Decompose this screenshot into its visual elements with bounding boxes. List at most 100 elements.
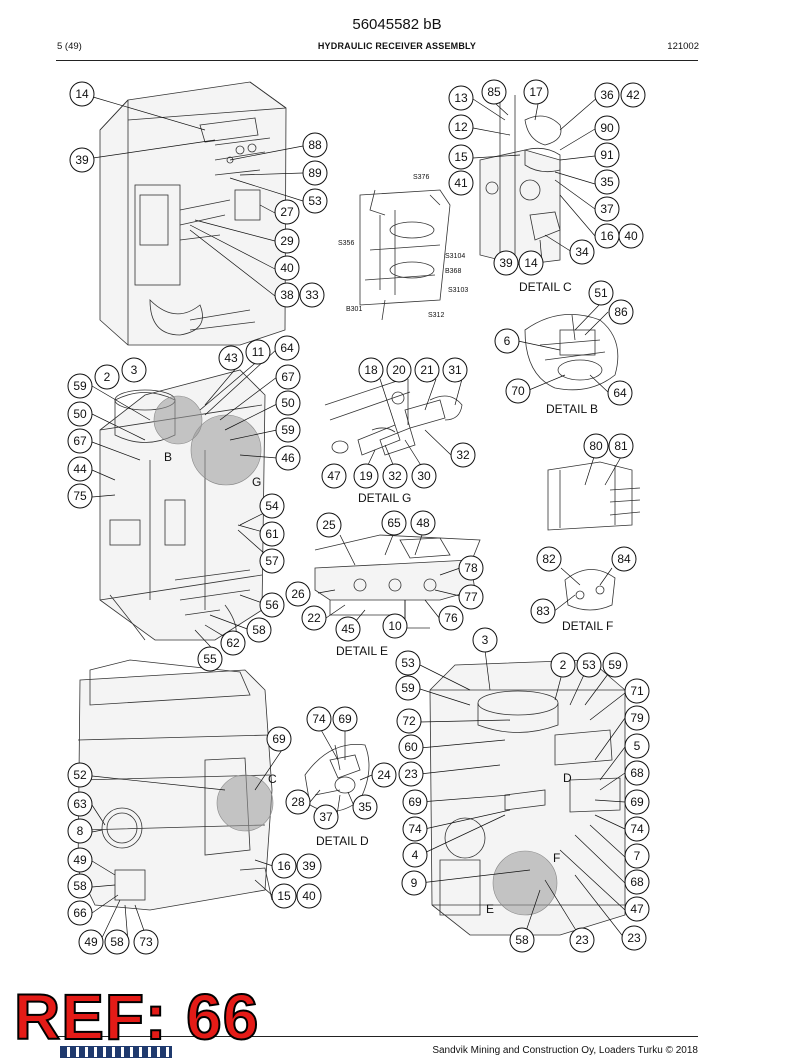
- callout: 29: [274, 228, 300, 254]
- sensor-label: S3103: [448, 287, 468, 294]
- svg-text:86: 86: [614, 305, 628, 319]
- svg-text:78: 78: [464, 561, 478, 575]
- callout: 4: [402, 842, 428, 868]
- callout: 88: [302, 132, 328, 158]
- svg-text:37: 37: [600, 202, 614, 216]
- callout: 39: [296, 853, 322, 879]
- svg-text:2: 2: [104, 370, 111, 384]
- callout: 53: [395, 650, 421, 676]
- callout: 33: [299, 282, 325, 308]
- svg-text:27: 27: [280, 205, 294, 219]
- svg-text:46: 46: [281, 451, 295, 465]
- callout: 61: [259, 521, 285, 547]
- svg-text:59: 59: [281, 423, 295, 437]
- callout: 43: [218, 345, 244, 371]
- svg-text:25: 25: [322, 518, 336, 532]
- svg-text:26: 26: [291, 587, 305, 601]
- callout: 50: [67, 401, 93, 427]
- svg-text:68: 68: [630, 766, 644, 780]
- callout: 20: [386, 357, 412, 383]
- svg-text:59: 59: [73, 379, 87, 393]
- page-number: 5 (49): [57, 41, 82, 52]
- svg-text:23: 23: [627, 931, 641, 945]
- callout: 12: [448, 114, 474, 140]
- callout: 74: [306, 706, 332, 732]
- detail-g-drawing: [324, 379, 463, 456]
- detail-b-drawing: [524, 314, 619, 391]
- svg-text:55: 55: [203, 652, 217, 666]
- svg-text:58: 58: [110, 935, 124, 949]
- callout: 59: [67, 373, 93, 399]
- callout: 71: [624, 678, 650, 704]
- callout: 34: [569, 239, 595, 265]
- callout: 45: [335, 616, 361, 642]
- callout: 42: [620, 82, 646, 108]
- svg-text:60: 60: [404, 740, 418, 754]
- footer-copyright: Sandvik Mining and Construction Oy, Load…: [432, 1045, 698, 1056]
- callout: 82: [536, 546, 562, 572]
- svg-text:74: 74: [408, 822, 422, 836]
- svg-text:16: 16: [277, 859, 291, 873]
- footer-rule: [56, 1036, 698, 1037]
- callouts-detail-d: 74 69 24 28 35 37: [285, 706, 397, 830]
- main-view-top-left: [99, 81, 287, 346]
- svg-text:72: 72: [402, 714, 416, 728]
- svg-text:35: 35: [600, 175, 614, 189]
- detail-b-label: DETAIL B: [546, 402, 598, 416]
- svg-text:84: 84: [617, 552, 631, 566]
- callout: 9: [401, 870, 427, 896]
- svg-text:6: 6: [504, 334, 511, 348]
- callout: 60: [398, 734, 424, 760]
- svg-text:24: 24: [377, 768, 391, 782]
- svg-text:40: 40: [302, 889, 316, 903]
- callout: 21: [414, 357, 440, 383]
- callout: 11: [245, 339, 271, 365]
- svg-text:29: 29: [280, 234, 294, 248]
- callout: 57: [259, 548, 285, 574]
- callout: 32: [450, 442, 476, 468]
- svg-text:43: 43: [224, 351, 238, 365]
- view-letter-b: B: [164, 450, 172, 464]
- svg-text:31: 31: [448, 363, 462, 377]
- callout: 46: [275, 445, 301, 471]
- callout: 53: [302, 188, 328, 214]
- svg-text:30: 30: [417, 469, 431, 483]
- callout: 74: [624, 816, 650, 842]
- svg-text:42: 42: [626, 88, 640, 102]
- svg-text:69: 69: [408, 795, 422, 809]
- callout: 10: [382, 613, 408, 639]
- svg-text:79: 79: [630, 711, 644, 725]
- callout: 68: [624, 869, 650, 895]
- callout: 39: [69, 147, 95, 173]
- svg-text:39: 39: [302, 859, 316, 873]
- svg-text:90: 90: [600, 121, 614, 135]
- callout: 23: [569, 927, 595, 953]
- callouts-bottom-left: 69 52 63 8 49 58 66 49 58 73 16 39 15 40: [67, 726, 322, 955]
- callout: 17: [523, 79, 549, 105]
- view-letter-f: F: [553, 851, 560, 865]
- document-number: 56045582 bB: [352, 16, 442, 33]
- callout: 67: [67, 428, 93, 454]
- svg-text:58: 58: [252, 623, 266, 637]
- callout: 49: [67, 847, 93, 873]
- svg-text:15: 15: [277, 889, 291, 903]
- callout: 40: [274, 255, 300, 281]
- callout: 77: [458, 584, 484, 610]
- svg-text:54: 54: [265, 499, 279, 513]
- detail-g-label: DETAIL G: [358, 491, 411, 505]
- detail-e-zone: [492, 850, 558, 916]
- callout: 89: [302, 160, 328, 186]
- svg-text:15: 15: [454, 150, 468, 164]
- svg-text:44: 44: [73, 462, 87, 476]
- callout: 2: [550, 652, 576, 678]
- svg-text:50: 50: [73, 407, 87, 421]
- callout: 49: [78, 929, 104, 955]
- svg-text:64: 64: [613, 386, 627, 400]
- callout: 31: [442, 357, 468, 383]
- callout: 8: [67, 818, 93, 844]
- sensor-label: B301: [346, 306, 362, 313]
- callout: 83: [530, 598, 556, 624]
- callout: 86: [608, 299, 634, 325]
- callout: 14: [518, 250, 544, 276]
